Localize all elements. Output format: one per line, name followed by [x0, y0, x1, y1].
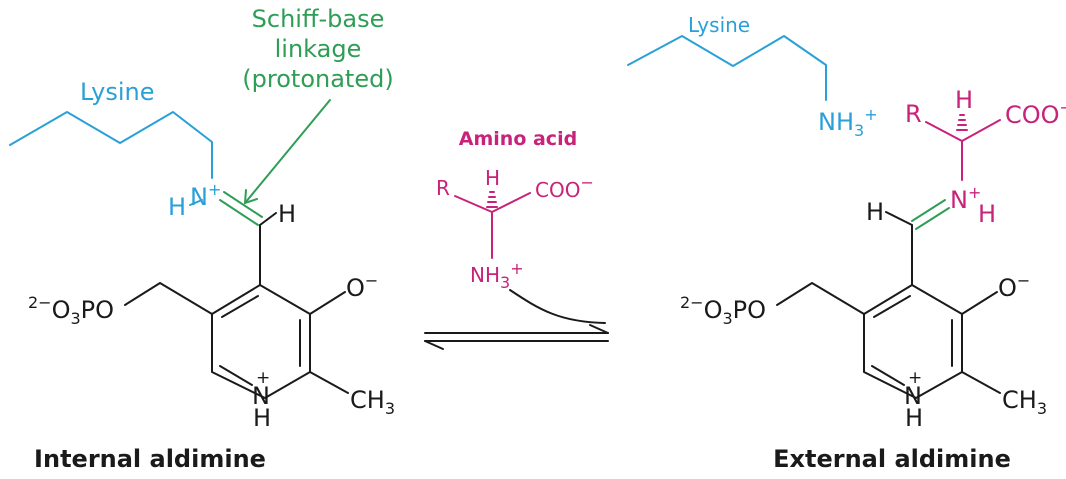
- amino-acid: Amino acid R H COO− NH3+: [436, 128, 606, 324]
- atom-h-aa: H: [485, 166, 500, 190]
- atom-o-minus-ext: O−: [998, 271, 1030, 302]
- atom-coo-ext: COO−: [1005, 98, 1066, 129]
- nucleophilic-attack-arrow: [509, 289, 606, 324]
- external-aldimine-label: External aldimine: [773, 445, 1011, 473]
- aa-r-bond: [454, 195, 493, 213]
- external-aldimine: Lysine NH3+ R H COO− N+ H H O−: [627, 13, 1066, 473]
- atom-n-h-ext: H: [978, 200, 996, 228]
- ext-ch2-phosphate: [776, 282, 865, 315]
- atom-n-internal: N+: [190, 180, 221, 211]
- ext-ring-double-3: [871, 365, 905, 386]
- atom-r-ext: R: [905, 100, 922, 128]
- ring-double-1: [221, 295, 259, 318]
- internal-aldimine-label: Internal aldimine: [34, 445, 266, 473]
- atom-ch3-ext: CH3: [1002, 386, 1047, 418]
- ring-n-internal: N: [252, 382, 270, 410]
- atom-n-ext: N+: [950, 183, 981, 214]
- atom-r-aa: R: [436, 176, 450, 200]
- ring-n-plus-internal: +: [256, 368, 270, 388]
- methyl-bond-internal: [309, 371, 349, 394]
- schiff-base-label-line3: (protonated): [242, 65, 393, 93]
- schiff-base-label-line1: Schiff-base: [252, 5, 385, 33]
- ext-schiff-double-2: [915, 207, 950, 230]
- ext-o-bond: [961, 291, 998, 315]
- atom-nh3-aa: NH3+: [470, 259, 524, 292]
- ext-h-hashed-bond: [956, 114, 968, 131]
- atom-h-imine-internal: H: [278, 200, 296, 228]
- internal-aldimine: H N+ H O− CH3 + N H 2−O3PO Lysine Schiff…: [9, 5, 395, 473]
- schiff-pointer-arrow: [244, 99, 331, 204]
- ch2-phosphate-internal: [124, 282, 213, 315]
- ring-n-plus-ext: +: [908, 368, 922, 388]
- lysine-label-external: Lysine: [688, 13, 750, 37]
- schiff-double-bond-1: [219, 199, 259, 226]
- ring-n-h-internal: H: [253, 404, 271, 432]
- ext-schiff-double-1: [911, 199, 946, 222]
- equilibrium-arrows: [424, 324, 609, 350]
- aa-coo-bond: [491, 192, 531, 213]
- atom-h-ext: H: [955, 86, 973, 114]
- ring-n-h-ext: H: [905, 404, 923, 432]
- lysine-chain-internal: [9, 111, 213, 179]
- ext-coo-bond: [961, 119, 1001, 142]
- ext-ch-h-bond: [885, 211, 913, 226]
- o-bond-internal: [309, 291, 346, 315]
- lysine-label-internal: Lysine: [80, 78, 155, 106]
- ext-ring-double-1: [873, 295, 911, 318]
- schiff-pointer-arrowhead: [243, 189, 258, 205]
- ch-h-bond-internal: [259, 212, 277, 226]
- schiff-base-label-line2: linkage: [275, 35, 362, 63]
- schiff-double-bond-2: [223, 191, 263, 218]
- aa-h-hashed-bond: [486, 191, 498, 208]
- atom-coo-aa: COO−: [535, 173, 594, 202]
- phosphate-group-internal: 2−O3PO: [28, 293, 114, 328]
- atom-h-imine-ext: H: [866, 198, 884, 226]
- reverse-arrowhead: [424, 340, 444, 350]
- forward-arrowhead: [589, 324, 609, 334]
- n-h-bond-internal: [189, 199, 203, 206]
- phosphate-group-ext: 2−O3PO: [680, 293, 766, 328]
- lysine-chain-external: [627, 35, 827, 101]
- ext-methyl-bond: [961, 371, 1001, 394]
- atom-nh3-lysine: NH3+: [818, 105, 878, 140]
- ring-double-3: [219, 365, 253, 386]
- ring-n-ext: N: [904, 382, 922, 410]
- atom-o-minus-internal: O−: [346, 271, 378, 302]
- atom-ch3-internal: CH3: [350, 386, 395, 418]
- amino-acid-label: Amino acid: [459, 128, 577, 150]
- ext-r-bond: [925, 121, 963, 142]
- atom-h-lysine-internal: H: [168, 193, 186, 221]
